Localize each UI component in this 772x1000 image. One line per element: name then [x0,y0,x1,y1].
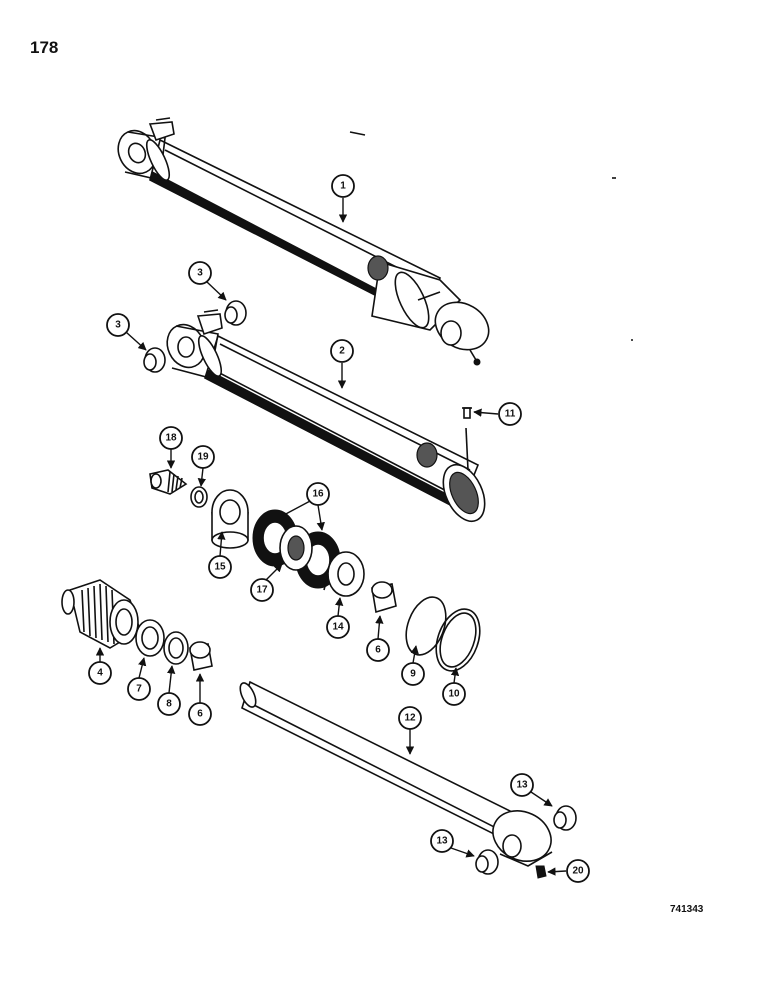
callout-7: 7 [127,657,151,701]
washer-7 [135,619,165,657]
svg-text:6: 6 [375,645,381,656]
grease-fitting-20 [535,865,547,879]
callout-11: 11 [473,402,522,426]
callout-13-upper: 13 [510,773,553,807]
rod-12 [239,680,553,867]
callout-6-upper: 6 [366,615,390,662]
cylinder-barrel-2 [166,309,486,523]
fitting-11 [462,407,472,419]
svg-text:14: 14 [332,622,344,633]
callout-9: 9 [401,645,425,686]
seal-17 [279,525,313,571]
bushing-3-upper [224,300,247,326]
callout-13-lower: 13 [430,829,475,858]
backup-ring-10 [435,608,481,672]
svg-text:3: 3 [115,320,121,331]
svg-text:2: 2 [339,346,345,357]
callout-19: 19 [191,445,215,487]
svg-text:1: 1 [340,181,346,192]
svg-text:7: 7 [136,684,142,695]
svg-text:15: 15 [214,562,226,573]
svg-text:11: 11 [505,409,516,420]
wear-ring-6-upper [371,581,397,614]
cylinder-head-4 [61,579,141,649]
callout-15: 15 [208,531,232,579]
svg-text:17: 17 [256,585,268,596]
bolt-18 [149,469,188,495]
drawing-number: 741343 [670,904,704,915]
bushing-13-lower [475,849,499,875]
svg-text:20: 20 [572,866,584,877]
svg-text:9: 9 [410,669,416,680]
callout-2: 2 [330,339,354,389]
callout-20: 20 [547,859,590,883]
callout-6-lower: 6 [188,673,212,726]
callout-17: 17 [250,563,283,602]
wear-ring-6-lower [189,641,213,671]
callout-10: 10 [442,667,466,706]
svg-text:8: 8 [166,699,172,710]
callout-14: 14 [326,597,350,639]
o-ring-9 [405,596,447,656]
svg-text:12: 12 [404,713,416,724]
svg-text:4: 4 [97,668,103,679]
svg-text:19: 19 [197,452,209,463]
callout-4: 4 [88,647,112,685]
svg-text:16: 16 [312,489,324,500]
callout-16: 16 [281,482,329,530]
callout-3-lower: 3 [106,313,147,351]
svg-text:13: 13 [436,836,448,847]
piston-15 [211,489,249,549]
callout-12: 12 [398,706,422,755]
callout-18: 18 [159,426,183,469]
page-number: 178 [30,38,59,57]
callout-1: 1 [331,174,355,223]
washer-19 [190,486,208,508]
svg-text:13: 13 [516,780,528,791]
cylinder-assembly-1 [117,117,490,366]
svg-text:3: 3 [197,268,203,279]
svg-text:6: 6 [197,709,203,720]
svg-text:10: 10 [448,689,460,700]
bushing-3-lower [143,347,166,373]
wiper-8 [163,631,189,665]
callout-3-upper: 3 [188,261,227,301]
svg-text:18: 18 [165,433,177,444]
bushing-13-upper [553,805,577,831]
callout-8: 8 [157,665,181,716]
piston-14 [323,551,365,597]
